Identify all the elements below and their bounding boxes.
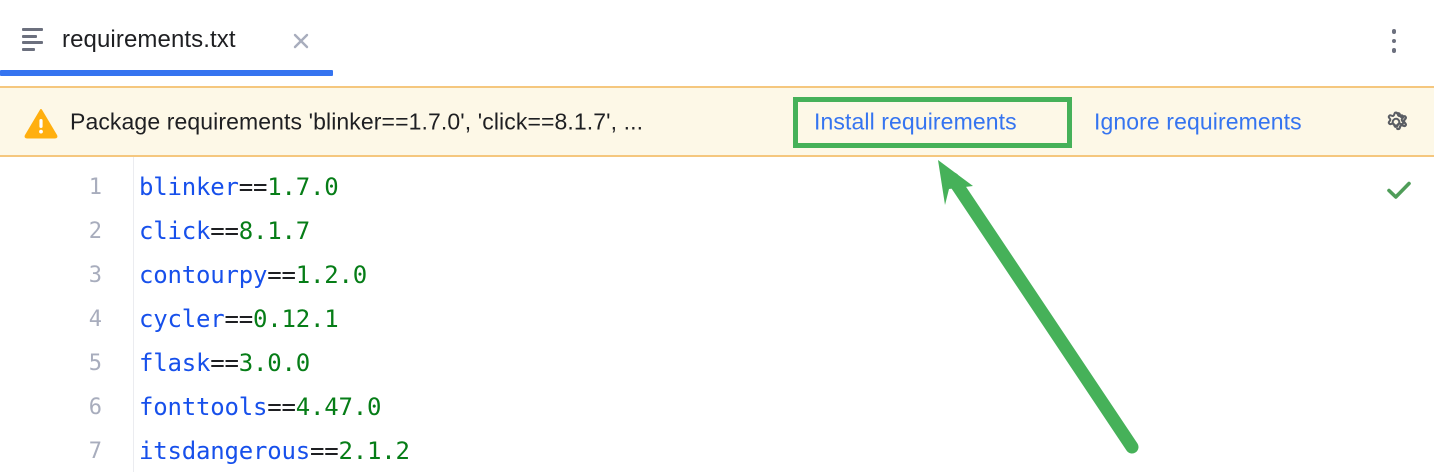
line-content: flask==3.0.0 [118, 349, 310, 377]
line-number: 2 [88, 218, 102, 244]
gutter-separator [133, 157, 134, 472]
gear-icon[interactable] [1380, 106, 1412, 138]
line-number: 3 [88, 262, 102, 288]
operator: == [210, 349, 239, 377]
version: 2.1.2 [338, 437, 410, 465]
line-number: 1 [88, 174, 102, 200]
line-number: 7 [88, 438, 102, 464]
line-number: 6 [88, 394, 102, 420]
line-number: 4 [88, 306, 102, 332]
package-name: fonttools [139, 393, 268, 421]
operator: == [310, 437, 339, 465]
package-name: itsdangerous [139, 437, 310, 465]
code-line[interactable]: 1 blinker==1.7.0 [0, 165, 1434, 209]
package-name: contourpy [139, 261, 268, 289]
line-content: cycler==0.12.1 [118, 305, 339, 333]
operator: == [210, 217, 239, 245]
operator: == [267, 393, 296, 421]
code-line[interactable]: 5 flask==3.0.0 [0, 341, 1434, 385]
operator: == [267, 261, 296, 289]
line-content: contourpy==1.2.0 [118, 261, 367, 289]
operator: == [224, 305, 254, 333]
line-number: 5 [88, 350, 102, 376]
active-tab-indicator [0, 70, 333, 76]
version: 1.2.0 [295, 261, 367, 289]
package-name: flask [139, 349, 211, 377]
package-name: click [139, 217, 211, 245]
code-line[interactable]: 3 contourpy==1.2.0 [0, 253, 1434, 297]
tab-bar: requirements.txt [0, 0, 1434, 81]
tab-title: requirements.txt [62, 25, 236, 53]
operator: == [238, 173, 268, 201]
tab-requirements-txt[interactable]: requirements.txt [0, 0, 333, 81]
code-line[interactable]: 2 click==8.1.7 [0, 209, 1434, 253]
warning-triangle-icon [24, 106, 58, 140]
line-content: click==8.1.7 [118, 217, 310, 245]
install-requirements-link[interactable]: Install requirements [814, 108, 1017, 134]
code-editor[interactable]: 1 blinker==1.7.0 2 click==8.1.7 3 contou… [0, 157, 1434, 472]
version: 3.0.0 [238, 349, 310, 377]
code-line[interactable]: 6 fonttools==4.47.0 [0, 385, 1434, 429]
ignore-requirements-link[interactable]: Ignore requirements [1094, 108, 1302, 134]
line-content: itsdangerous==2.1.2 [118, 437, 410, 465]
package-name: blinker [139, 173, 239, 201]
close-icon[interactable] [286, 26, 316, 56]
text-file-icon [22, 27, 48, 53]
code-lines: 1 blinker==1.7.0 2 click==8.1.7 3 contou… [0, 165, 1434, 472]
package-requirements-banner: Package requirements 'blinker==1.7.0', '… [0, 86, 1434, 157]
line-content: blinker==1.7.0 [118, 173, 339, 201]
version: 8.1.7 [238, 217, 310, 245]
version: 0.12.1 [253, 305, 339, 333]
code-line[interactable]: 4 cycler==0.12.1 [0, 297, 1434, 341]
package-name: cycler [139, 305, 225, 333]
checkmark-icon[interactable] [1382, 173, 1416, 207]
more-vertical-icon[interactable] [1380, 24, 1408, 58]
version: 4.47.0 [295, 393, 382, 421]
code-line[interactable]: 7 itsdangerous==2.1.2 [0, 429, 1434, 472]
line-content: fonttools==4.47.0 [118, 393, 381, 421]
banner-message: Package requirements 'blinker==1.7.0', '… [70, 108, 644, 134]
version: 1.7.0 [267, 173, 339, 201]
